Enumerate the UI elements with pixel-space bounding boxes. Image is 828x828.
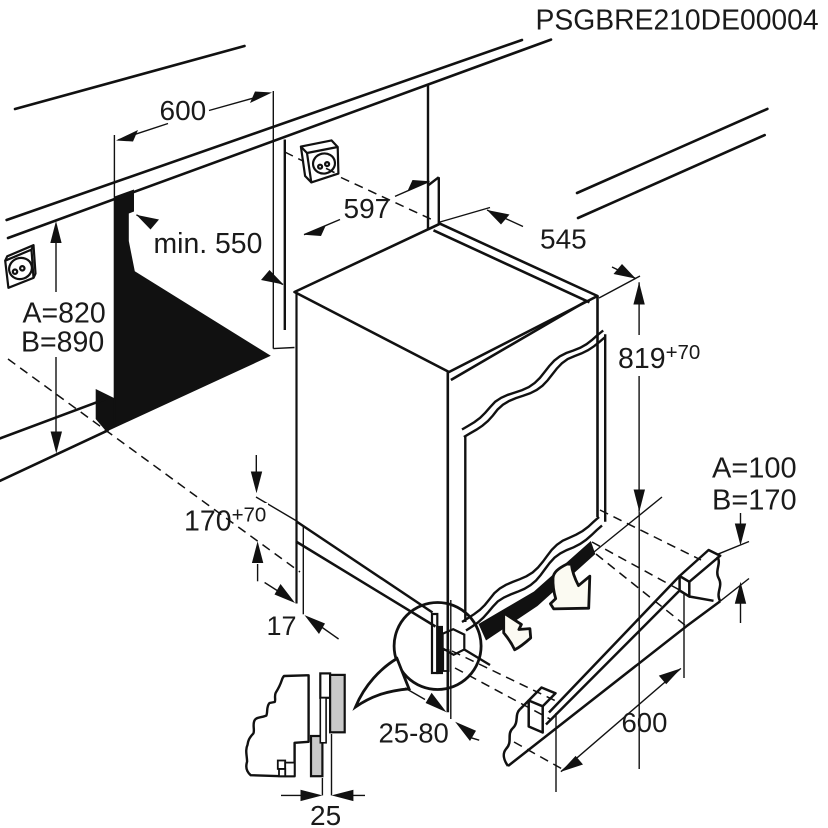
svg-text:B=890: B=890 xyxy=(21,327,104,359)
svg-text:A=100: A=100 xyxy=(712,453,797,485)
svg-text:min. 550: min. 550 xyxy=(154,228,263,260)
svg-text:B=170: B=170 xyxy=(712,485,797,517)
svg-text:545: 545 xyxy=(540,224,587,255)
svg-text:597: 597 xyxy=(344,193,391,224)
svg-text:600: 600 xyxy=(622,707,668,738)
svg-text:PSGBRE210DE00004: PSGBRE210DE00004 xyxy=(536,4,819,36)
svg-text:600: 600 xyxy=(160,95,207,126)
svg-text:A=820: A=820 xyxy=(23,298,106,330)
svg-text:17: 17 xyxy=(267,611,297,641)
svg-text:25: 25 xyxy=(310,800,341,828)
svg-text:25-80: 25-80 xyxy=(379,718,449,749)
